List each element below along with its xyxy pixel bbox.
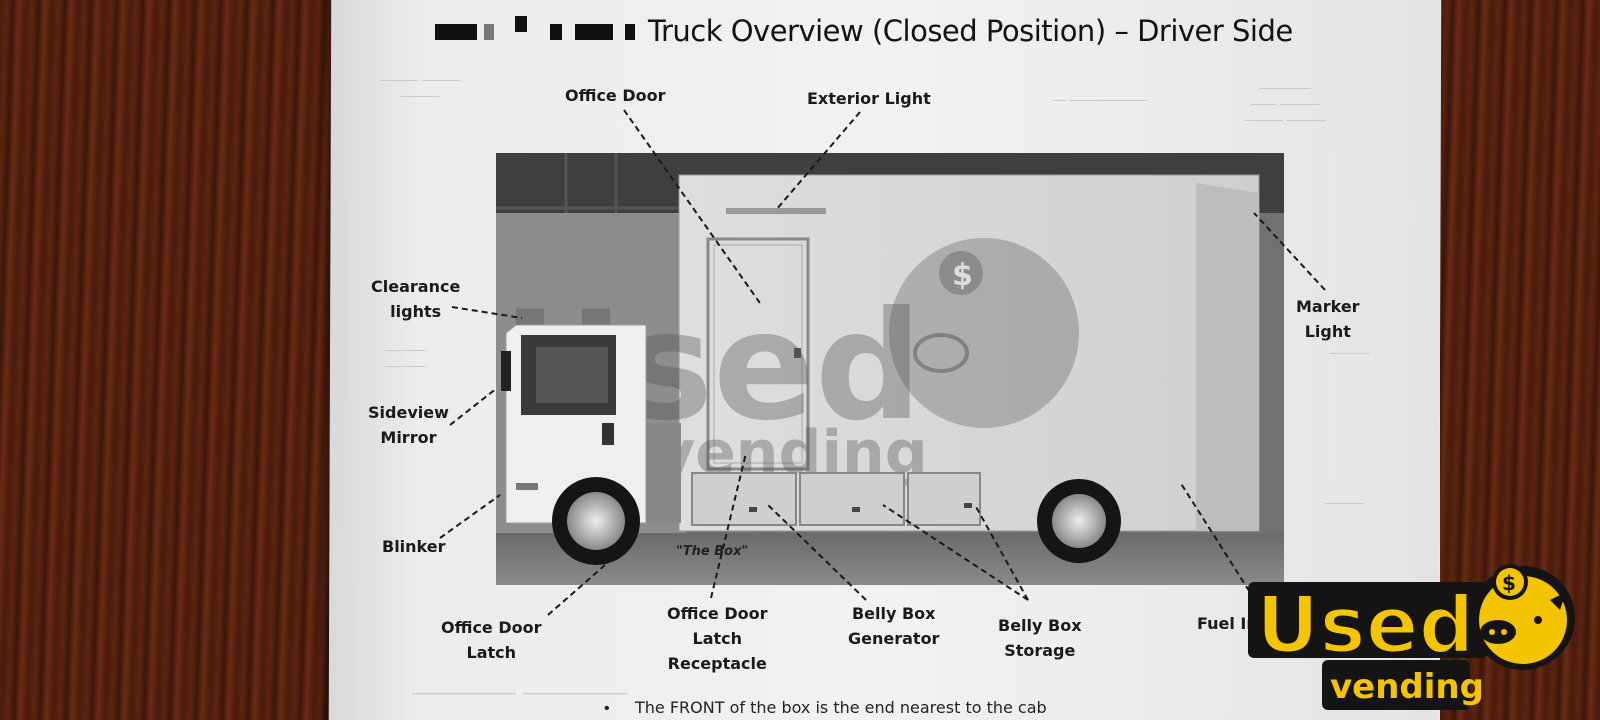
label-office-door: Office Door bbox=[565, 83, 666, 108]
label-office-door-latch: Office Door Latch bbox=[441, 615, 542, 665]
bleed-through-text: ——— —————— bbox=[379, 72, 461, 103]
redaction-block bbox=[435, 24, 477, 40]
watermark-currency: $ bbox=[952, 258, 973, 293]
bullet-note: The FRONT of the box is the end nearest … bbox=[635, 698, 1047, 717]
label-text: Storage bbox=[1004, 641, 1076, 660]
label-text: Generator bbox=[848, 629, 940, 648]
label-text: Latch bbox=[692, 629, 743, 648]
wood-table-left bbox=[0, 0, 340, 720]
label-exterior-light: Exterior Light bbox=[807, 86, 931, 111]
page-title: Truck Overview (Closed Position) – Drive… bbox=[648, 14, 1293, 48]
label-fuel-inlet: Fuel In bbox=[1197, 611, 1258, 636]
photo-caption: "The Box" bbox=[676, 544, 748, 559]
bleed-through-text: —————— bbox=[386, 342, 426, 373]
bleed-through-text: ——— bbox=[1325, 495, 1365, 510]
label-marker-light: Marker Light bbox=[1296, 294, 1360, 344]
redaction-block bbox=[484, 24, 494, 40]
label-text: Mirror bbox=[380, 428, 437, 447]
label-text: Sideview bbox=[368, 403, 449, 422]
label-text: Light bbox=[1304, 322, 1351, 341]
bleed-through-text: ———— ———— bbox=[412, 676, 628, 706]
bleed-through-text: —————— —————— ——— bbox=[1244, 80, 1326, 127]
label-text: Office Door bbox=[667, 604, 768, 623]
label-text: Office Door bbox=[441, 618, 542, 637]
label-text: Office Door bbox=[565, 86, 666, 105]
truck-illustration: Used vending $ "The Box" bbox=[496, 153, 1284, 585]
used-vending-logo: Used $ vending bbox=[1248, 564, 1575, 710]
label-text: lights bbox=[390, 302, 442, 321]
label-belly-box-storage: Belly Box Storage bbox=[998, 613, 1082, 663]
label-text: Fuel In bbox=[1197, 614, 1258, 633]
label-text: Exterior Light bbox=[807, 89, 931, 108]
logo-currency: $ bbox=[1502, 571, 1516, 595]
label-text: Belly Box bbox=[998, 616, 1082, 635]
label-belly-box-generator: Belly Box Generator bbox=[848, 601, 939, 651]
label-text: Clearance bbox=[371, 277, 461, 296]
logo-used-text: Used bbox=[1256, 581, 1475, 671]
bleed-through-text: ——— bbox=[1330, 345, 1370, 360]
label-text: Blinker bbox=[382, 537, 446, 556]
label-text: Latch bbox=[466, 643, 517, 662]
redaction-block bbox=[575, 24, 613, 40]
label-text: Belly Box bbox=[851, 604, 936, 623]
label-sideview-mirror: Sideview Mirror bbox=[368, 400, 449, 450]
label-blinker: Blinker bbox=[382, 534, 446, 559]
bleed-through-text: — —————— bbox=[1052, 92, 1148, 107]
truck-photo: Used vending $ "The Box" bbox=[496, 153, 1284, 585]
logo-vending-text: vending bbox=[1330, 667, 1484, 707]
label-office-door-latch-receptacle: Office Door Latch Receptacle bbox=[667, 601, 768, 676]
label-clearance-lights: Clearance lights bbox=[371, 274, 460, 324]
label-text: Marker bbox=[1296, 297, 1360, 316]
redaction-block bbox=[625, 24, 635, 40]
redaction-block bbox=[550, 24, 562, 40]
label-text: Receptacle bbox=[667, 654, 767, 673]
redaction-block bbox=[515, 16, 527, 32]
bullet-marker: • bbox=[604, 700, 610, 717]
